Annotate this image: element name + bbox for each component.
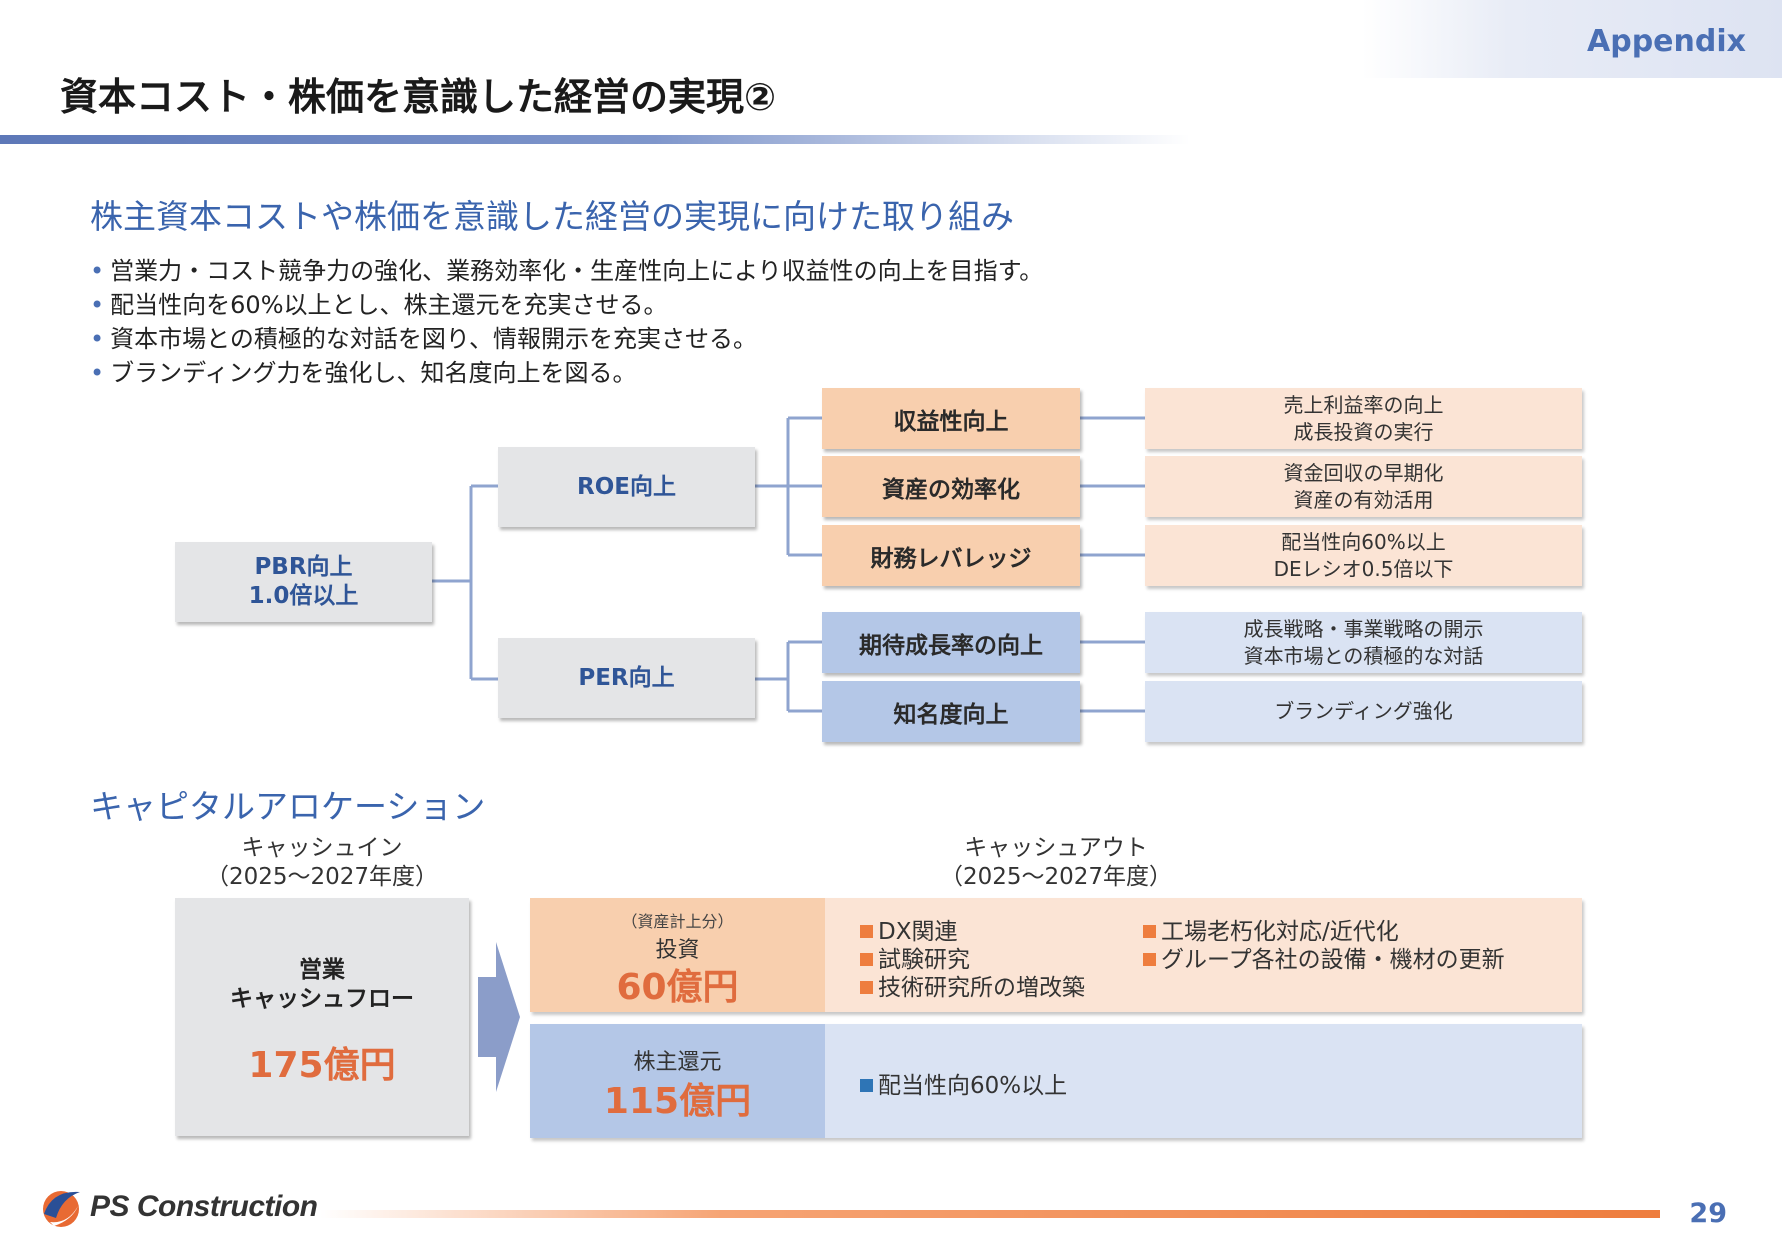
page-number: 29 — [1689, 1198, 1727, 1229]
recognition-desc: ブランディング強化 — [1145, 681, 1582, 742]
company-name: PS Construction — [90, 1190, 318, 1223]
section-heading-initiatives: 株主資本コストや株価を意識した経営の実現に向けた取り組み — [90, 197, 1014, 236]
orange-square-icon — [860, 953, 873, 966]
arrow-right-icon — [478, 942, 520, 1092]
cash-out-label: キャッシュアウト （2025～2027年度） — [939, 835, 1173, 890]
pbr-box: PBR向上 1.0倍以上 — [175, 542, 432, 622]
list-item: DX関連 — [860, 912, 957, 946]
orange-square-icon — [1143, 953, 1156, 966]
appendix-label: Appendix — [1587, 24, 1746, 59]
per-box: PER向上 — [498, 638, 755, 718]
investment-note: （資産計上分） — [621, 912, 734, 931]
bullet-icon: • — [90, 257, 105, 285]
company-logo: PS Construction — [38, 1184, 318, 1230]
list-item: •資本市場との積極的な対話を図り、情報開示を充実させる。 — [90, 325, 757, 353]
shareholder-return-label: 株主還元 — [633, 1050, 722, 1075]
cash-in-label: キャッシュイン （2025～2027年度） — [205, 835, 439, 890]
investment-amount: 60億円 — [616, 967, 739, 1008]
growth-rate-box: 期待成長率の向上 — [822, 612, 1080, 673]
list-item: 工場老朽化対応/近代化 — [1143, 912, 1399, 946]
asset-efficiency-desc: 資金回収の早期化 資産の有効活用 — [1145, 456, 1582, 517]
list-item: •ブランディング力を強化し、知名度向上を図る。 — [90, 359, 637, 387]
list-item: グループ各社の設備・機材の更新 — [1143, 940, 1505, 974]
title-divider — [0, 135, 1190, 144]
asset-efficiency-box: 資産の効率化 — [822, 456, 1080, 517]
financial-leverage-box: 財務レバレッジ — [822, 525, 1080, 586]
list-item: 配当性向60%以上 — [860, 1066, 1067, 1100]
footer-bar — [320, 1210, 1660, 1218]
bullet-icon: • — [90, 359, 105, 387]
blue-square-icon — [860, 1079, 873, 1092]
list-item: 技術研究所の増改築 — [860, 968, 1085, 1002]
shareholder-return-amount: 115億円 — [603, 1081, 752, 1122]
list-item: 試験研究 — [860, 940, 970, 974]
section-heading-capital-allocation: キャピタルアロケーション — [90, 787, 486, 826]
investment-label: 投資 — [655, 938, 700, 963]
bullet-icon: • — [90, 291, 105, 319]
orange-square-icon — [1143, 925, 1156, 938]
roe-box: ROE向上 — [498, 447, 755, 527]
investment-row: （資産計上分） 投資 60億円 DX関連 試験研究 技術研究所の増改築 工場老朽… — [530, 898, 1582, 1012]
shareholder-return-row: 株主還元 115億円 配当性向60%以上 — [530, 1024, 1582, 1138]
orange-square-icon — [860, 925, 873, 938]
page-title: 資本コスト・株価を意識した経営の実現② — [60, 75, 777, 119]
bullet-icon: • — [90, 325, 105, 353]
initiative-list: •営業力・コスト競争力の強化、業務効率化・生産性向上により収益性の向上を目指す。… — [90, 254, 1043, 390]
orange-square-icon — [860, 981, 873, 994]
profitability-box: 収益性向上 — [822, 388, 1080, 449]
cash-in-box: 営業 キャッシュフロー 175億円 — [175, 898, 469, 1136]
logo-mark-icon — [43, 1191, 80, 1227]
cash-in-amount: 175億円 — [248, 1045, 396, 1086]
financial-leverage-desc: 配当性向60%以上 DEレシオ0.5倍以下 — [1145, 525, 1582, 586]
list-item: •配当性向を60%以上とし、株主還元を充実させる。 — [90, 291, 668, 319]
recognition-box: 知名度向上 — [822, 681, 1080, 742]
list-item: •営業力・コスト競争力の強化、業務効率化・生産性向上により収益性の向上を目指す。 — [90, 257, 1044, 285]
profitability-desc: 売上利益率の向上 成長投資の実行 — [1145, 388, 1582, 449]
growth-rate-desc: 成長戦略・事業戦略の開示 資本市場との積極的な対話 — [1145, 612, 1582, 673]
appendix-band — [1362, 0, 1782, 78]
